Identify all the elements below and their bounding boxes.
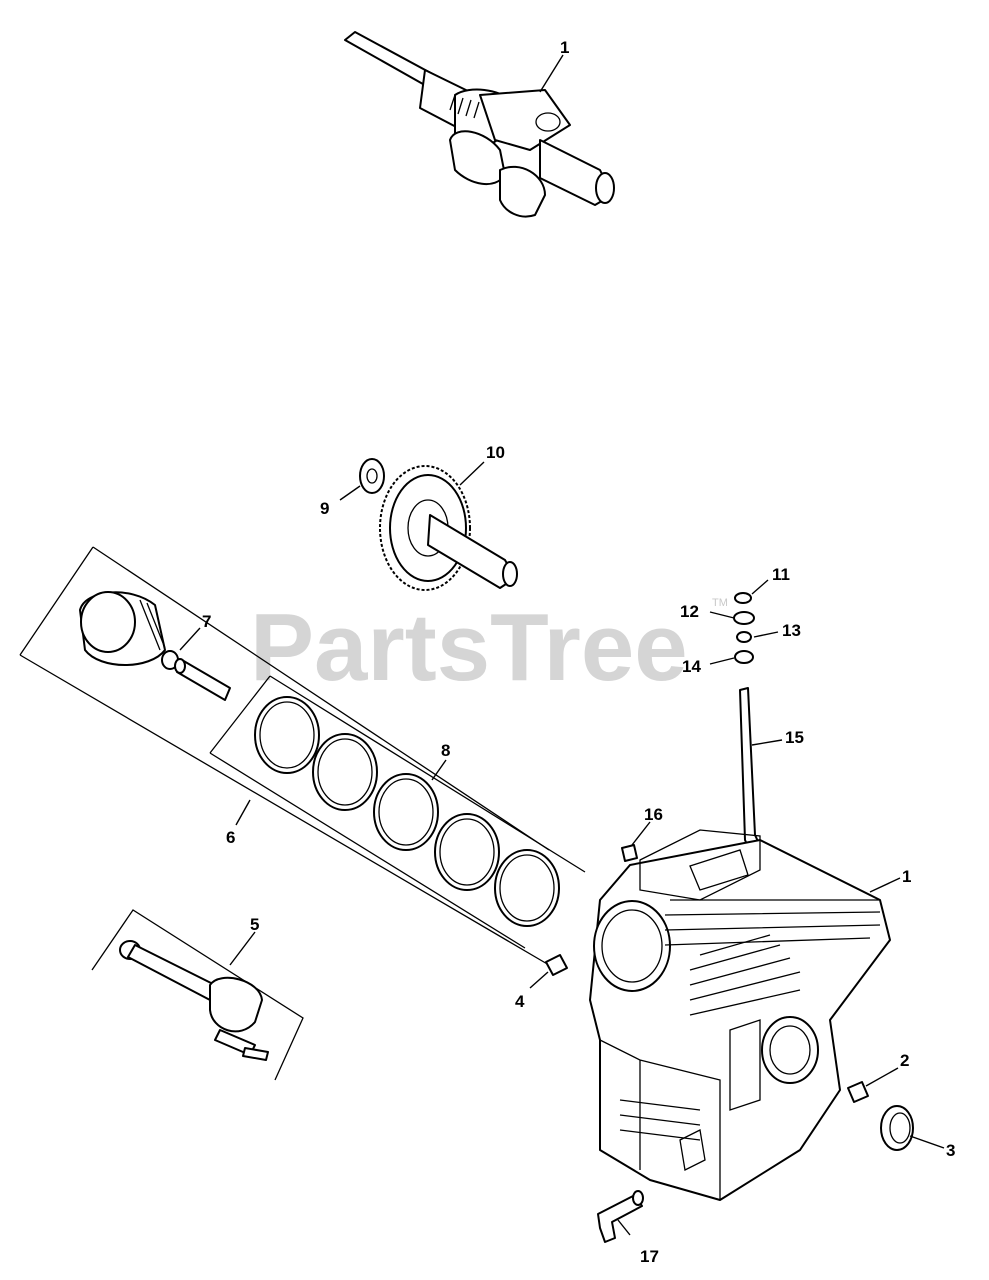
valve-spring-cap[interactable] xyxy=(733,611,755,625)
piston-assembly-group xyxy=(19,546,550,966)
callout-7: 7 xyxy=(202,612,211,631)
callout-12: 12 xyxy=(680,602,699,621)
callout-8: 8 xyxy=(441,741,450,760)
valve-spring-seat[interactable] xyxy=(734,650,754,664)
callout-17: 17 xyxy=(640,1247,659,1266)
callout-15: 15 xyxy=(785,728,804,747)
callout-1-block: 1 xyxy=(902,867,911,886)
callout-5: 5 xyxy=(250,915,259,934)
valve-spring-keeper[interactable] xyxy=(734,592,752,604)
washer[interactable] xyxy=(359,458,385,494)
callout-6: 6 xyxy=(226,828,235,847)
push-rod[interactable] xyxy=(739,687,763,856)
callout-11: 11 xyxy=(772,565,790,584)
callout-10: 10 xyxy=(486,443,505,462)
piston-ring-group xyxy=(209,675,586,949)
oil-seal[interactable] xyxy=(880,1105,914,1151)
watermark-tm: TM xyxy=(712,597,728,609)
callout-9: 9 xyxy=(320,499,329,518)
connecting-rod[interactable] xyxy=(119,940,269,1061)
connecting-rod-group xyxy=(91,909,304,1081)
callout-2: 2 xyxy=(900,1051,909,1070)
callout-14: 14 xyxy=(682,657,701,676)
callout-13: 13 xyxy=(782,621,801,640)
watermark: PartsTree xyxy=(250,594,688,701)
dowel-pin[interactable] xyxy=(545,954,568,976)
camshaft-gear[interactable] xyxy=(379,465,518,591)
callout-16: 16 xyxy=(644,805,663,824)
piston-ring-set[interactable] xyxy=(254,696,560,927)
callout-1-crankshaft: 1 xyxy=(560,38,569,57)
elbow-fitting[interactable] xyxy=(597,1190,644,1243)
piston-pin[interactable] xyxy=(174,658,231,701)
crankcase-block[interactable] xyxy=(589,829,891,1201)
fitting[interactable] xyxy=(847,1081,869,1103)
callout-3: 3 xyxy=(946,1141,955,1160)
piston[interactable] xyxy=(79,591,166,666)
crankshaft[interactable] xyxy=(344,31,615,218)
valve-stem-seal[interactable] xyxy=(736,631,752,643)
callout-4: 4 xyxy=(515,992,525,1011)
plug[interactable] xyxy=(621,844,638,862)
